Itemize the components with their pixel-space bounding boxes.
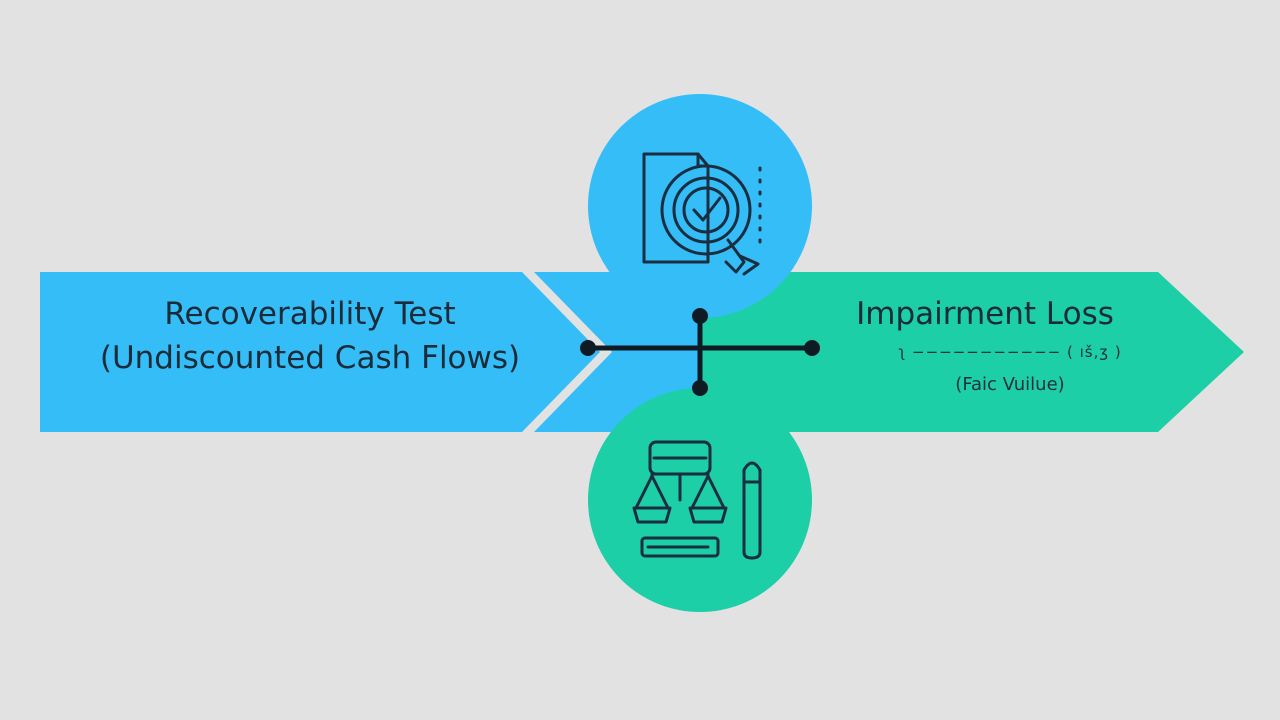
impairment-loss-arrow — [700, 272, 1244, 432]
impairment-loss-garbled-subtitle: ʅ −−−−−−−−−−− ( ıš,ʒ ) — [898, 343, 1122, 361]
recoverability-arrow — [40, 272, 600, 432]
top-circle — [588, 94, 812, 318]
impairment-loss-title: Impairment Loss — [856, 296, 1114, 332]
scales-calculator-pencil-icon — [632, 440, 762, 560]
document-magnifier-check-icon — [642, 152, 762, 276]
connector-cross — [585, 313, 815, 391]
bottom-circle — [588, 388, 812, 612]
recoverability-test-label: Recoverability Test (Undiscounted Cash F… — [70, 292, 550, 380]
fair-value-subtitle: (Faic Vuilue) — [955, 374, 1065, 395]
undiscounted-cash-flows-subtitle: (Undiscounted Cash Flows) — [99, 340, 521, 376]
recoverability-test-title: Recoverability Test — [164, 296, 456, 332]
connector-nodes — [580, 308, 820, 396]
